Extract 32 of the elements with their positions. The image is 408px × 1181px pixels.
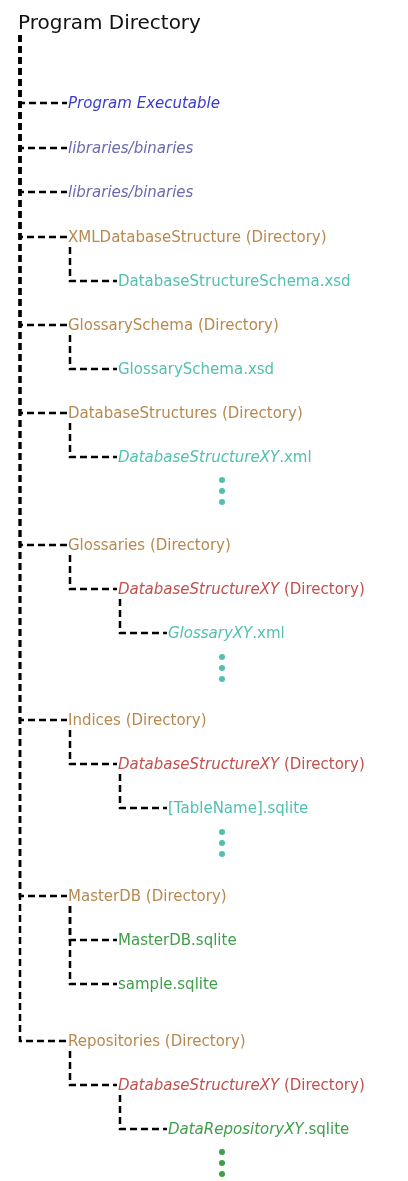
tree-item-label: DatabaseStructures (Directory) [68, 404, 303, 422]
tree-item-label: [TableName].sqlite [168, 799, 309, 817]
tree-item-label: Glossaries (Directory) [68, 536, 231, 554]
tree-connector [68, 335, 117, 371]
tree-item-label: GlossarySchema.xsd [118, 360, 275, 378]
root-folder-label: Program Directory [18, 10, 201, 34]
tree-item-label: DatabaseStructureSchema.xsd [118, 272, 351, 290]
tree-item-label: DatabaseStructureXY (Directory) [118, 580, 365, 598]
tree-connector [68, 555, 117, 591]
tree-item-label: GlossaryXY.xml [168, 624, 285, 642]
tree-item-label: libraries/binaries [68, 183, 194, 201]
tree-item-label: sample.sqlite [118, 975, 219, 993]
tree-item-label: DatabaseStructureXY.xml [118, 448, 312, 466]
tree-item-label: MasterDB.sqlite [118, 931, 237, 949]
tree-connector [68, 906, 117, 986]
tree-item-label: Indices (Directory) [68, 711, 207, 729]
tree-connector [68, 423, 117, 459]
tree-connector [68, 1051, 117, 1087]
tree-connector [68, 730, 117, 766]
tree-item-label: MasterDB (Directory) [68, 887, 227, 905]
tree-item-label: DatabaseStructureXY (Directory) [118, 755, 365, 773]
tree-item-label: Program Executable [68, 94, 220, 112]
tree-connector [68, 247, 117, 283]
tree-item-label: Repositories (Directory) [68, 1032, 246, 1050]
tree-item-label: GlossarySchema (Directory) [68, 316, 279, 334]
tree-connector [118, 599, 167, 635]
tree-item-label: DataRepositoryXY.sqlite [168, 1120, 350, 1138]
tree-item-label: libraries/binaries [68, 139, 194, 157]
tree-connector [118, 1095, 167, 1131]
tree-connector [118, 774, 167, 810]
tree-item-label: DatabaseStructureXY (Directory) [118, 1076, 365, 1094]
tree-item-label: XMLDatabaseStructure (Directory) [68, 228, 327, 246]
